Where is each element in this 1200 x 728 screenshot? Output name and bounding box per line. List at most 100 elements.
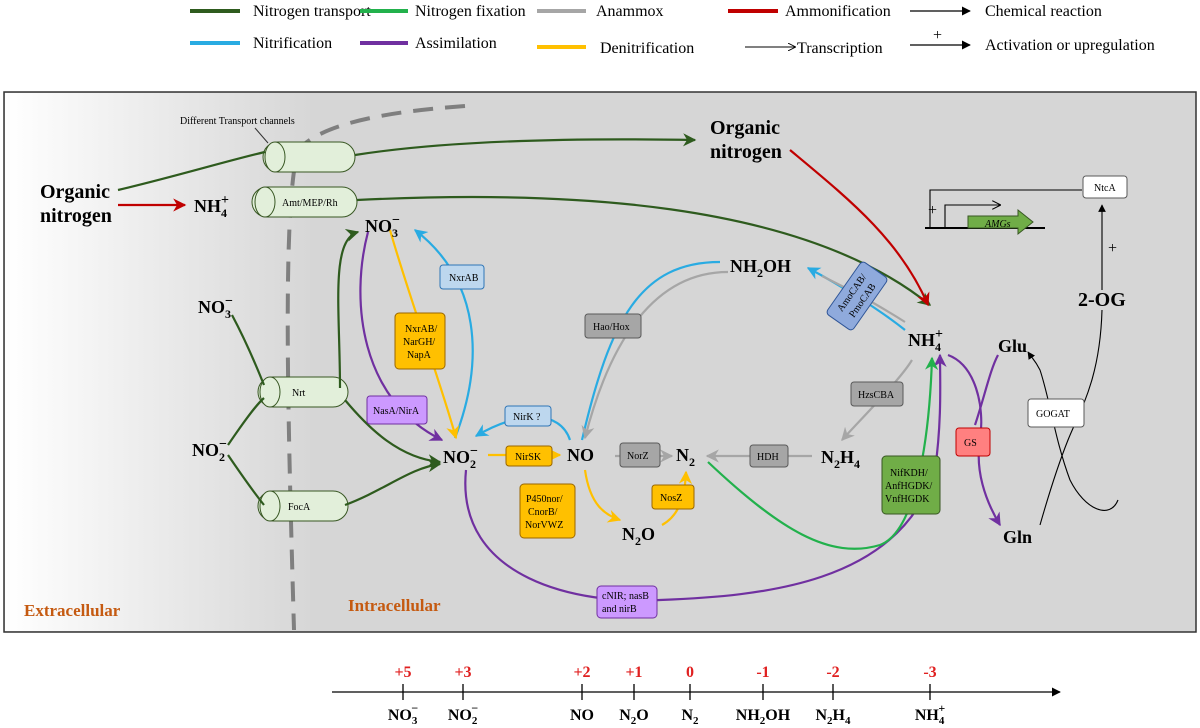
enzyme-label: GOGAT	[1036, 409, 1070, 420]
legend-label: Nitrogen fixation	[415, 3, 526, 20]
no2-inside: NO2−	[443, 444, 478, 471]
legend-plus: +	[933, 27, 942, 44]
enzyme-label: NapA	[407, 350, 432, 361]
nh2oh-inside: NH2OH	[730, 256, 791, 280]
activation-plus: +	[928, 202, 937, 219]
transport-arrow	[227, 397, 265, 446]
oxidation-axis: +5NO3−+3NO2−+2NO+1N2O0N2-1NH2OH-2N2H4-3N…	[332, 664, 1061, 727]
organic-nitrogen-outside: nitrogen	[40, 205, 112, 227]
legend-label: Activation or upregulation	[985, 37, 1155, 54]
legend-label: Nitrification	[253, 35, 332, 52]
enzyme-box	[881, 455, 941, 515]
no3-outside: NO3−	[198, 294, 233, 321]
oxidation-state-label: +3	[454, 664, 471, 681]
amt-label: Amt/MEP/Rh	[282, 198, 338, 209]
no-inside: NO	[567, 445, 594, 465]
enzyme-box	[519, 483, 576, 539]
legend-label: Chemical reaction	[985, 3, 1102, 20]
enzyme-box	[505, 445, 553, 467]
cell-membrane	[285, 104, 466, 631]
enzyme-label: NorZ	[627, 451, 649, 462]
enzyme-label: Hao/Hox	[593, 322, 630, 333]
no2-outside: NO2−	[192, 437, 227, 464]
gln-label: Gln	[1003, 527, 1032, 547]
oxidation-species-label: NO2−	[448, 701, 479, 727]
n2h4-inside: N2H4	[821, 447, 860, 471]
nitrification-arrow	[413, 229, 474, 439]
enzyme-label: and nirB	[602, 604, 637, 615]
regulation-lines	[925, 189, 1119, 526]
oxidation-species-label: NH2OH	[736, 707, 791, 727]
transport-channel-top	[262, 141, 356, 173]
organic-nitrogen-inside: nitrogen	[710, 141, 782, 163]
enzyme-box	[749, 444, 789, 468]
enzyme-label: AnfHGDK/	[885, 481, 932, 492]
label-leader	[254, 127, 269, 144]
transport-channels-label: Different Transport channels	[180, 116, 295, 127]
amgs-label: AMGs	[984, 219, 1011, 230]
oxidation-species-label: N2	[681, 707, 699, 727]
species-labels: Organic nitrogen Organic nitrogen NH4+ N…	[40, 117, 1126, 548]
transport-arrow	[337, 228, 360, 389]
ntca-link	[929, 189, 1082, 228]
enzyme-label: HDH	[757, 452, 779, 463]
enzyme-box	[850, 381, 904, 407]
enzyme-box	[651, 484, 695, 510]
legend-label: Denitrification	[600, 40, 694, 57]
enzyme-label: P450nor/	[526, 494, 563, 505]
enzyme-label: VnfHGDK	[885, 494, 930, 505]
legend-label: Transcription	[797, 40, 883, 57]
enzyme-label: NorVWZ	[525, 520, 563, 531]
gogat-arrow	[1027, 351, 1119, 511]
no3-inside: NO3−	[365, 213, 400, 240]
intracellular-label: Intracellular	[348, 596, 441, 615]
foca-channel: FocA	[257, 490, 349, 522]
denitrification-arrow	[583, 469, 622, 523]
n2o-inside: N2O	[622, 524, 655, 548]
assimilation-arrow	[464, 353, 947, 602]
legend-label: Ammonification	[785, 3, 891, 20]
enzyme-box	[584, 313, 642, 339]
enzyme-label: NifKDH/	[890, 468, 928, 479]
assimilation-arrow	[973, 354, 999, 426]
enzyme-label: NxrAB/	[405, 324, 437, 335]
organic-nitrogen-outside: Organic	[40, 181, 110, 203]
transport-arrow	[117, 150, 266, 192]
oxidation-species-label: NH4+	[915, 701, 946, 727]
organic-nitrogen-inside: Organic	[710, 117, 780, 139]
enzyme-box	[619, 442, 661, 468]
oxidation-species-label: NO	[570, 707, 594, 724]
transport-arrow	[344, 459, 442, 507]
extracellular-label: Extracellular	[24, 601, 121, 620]
glu-label: Glu	[998, 336, 1027, 356]
enzyme-label: GS	[964, 438, 977, 449]
enzyme-label: NarGH/	[403, 337, 435, 348]
enzyme-box	[1027, 398, 1085, 428]
amgs-gene	[967, 208, 1034, 236]
oxidation-state-label: +2	[573, 664, 590, 681]
enzyme-label: NtcA	[1094, 183, 1116, 194]
enzyme-box	[394, 312, 446, 370]
enzyme-label: NasA/NirA	[373, 406, 420, 417]
oxidation-state-label: +1	[625, 664, 642, 681]
nrt-channel: Nrt	[257, 376, 349, 408]
enzyme-box	[596, 585, 658, 619]
oxidation-state-label: -3	[923, 664, 936, 681]
nitrification-arrow	[580, 260, 721, 441]
enzyme-label: CnorB/	[528, 507, 558, 518]
nh4-outside: NH4+	[194, 193, 229, 220]
activation-plus: +	[1108, 240, 1117, 257]
og-label: 2-OG	[1078, 289, 1126, 311]
enzyme-label: cNIR; nasB	[602, 591, 649, 602]
legend-label: Anammox	[596, 3, 664, 20]
transport-arrow	[231, 314, 266, 386]
transport-arrow	[227, 454, 265, 506]
extracellular-region	[5, 93, 315, 631]
oxidation-species-label: N2O	[619, 707, 649, 727]
enzyme-label: HzsCBA	[858, 390, 895, 401]
foca-label: FocA	[288, 502, 311, 513]
enzyme-label: NirSK	[515, 452, 542, 463]
enzyme-boxes: NxrAB NxrAB/ NarGH/ NapA NasA/NirA NirK …	[366, 175, 1128, 619]
oxidation-state-label: -1	[756, 664, 769, 681]
